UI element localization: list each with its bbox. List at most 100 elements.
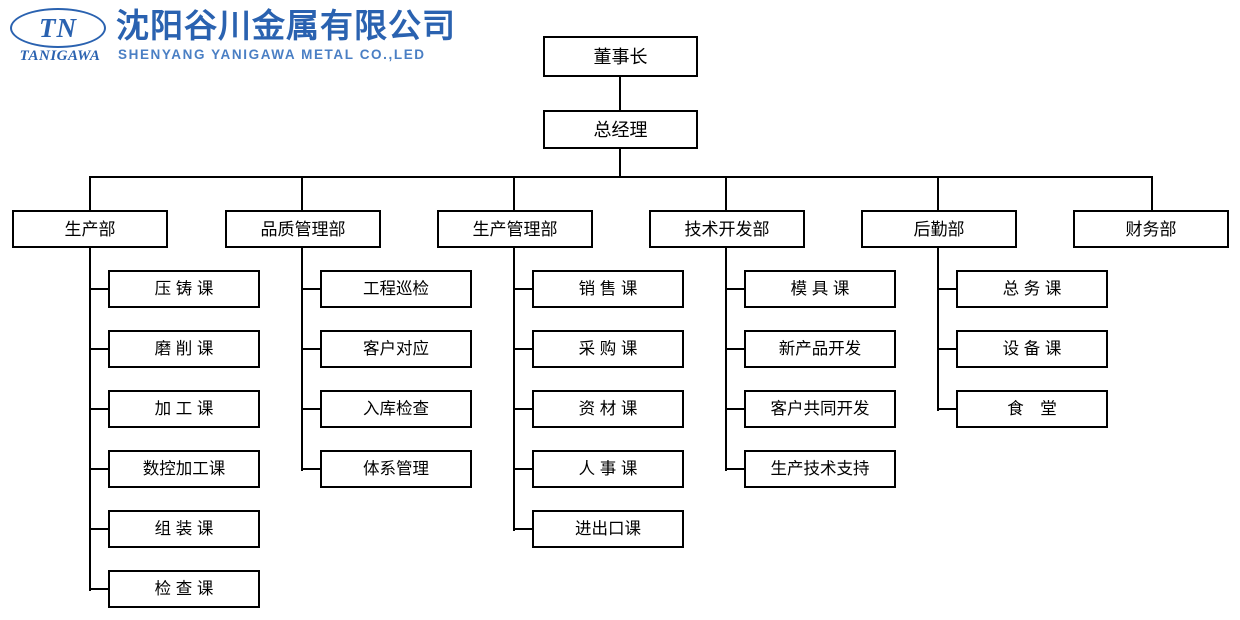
node-unit-production-1[interactable]: 压 铸 课 [108,270,260,308]
node-unit-tech-3-label: 客户共同开发 [770,399,870,418]
node-unit-logistics-2[interactable]: 设 备 课 [956,330,1108,368]
connector-stub-production-4 [89,468,110,470]
node-dept-quality[interactable]: 品质管理部 [225,210,381,248]
company-name-en: SHENYANG YANIGAWA METAL CO.,LED [118,47,426,62]
connector-stub-production-mgmt-3 [513,408,534,410]
node-unit-tech-1[interactable]: 模 具 课 [744,270,896,308]
node-unit-quality-3-label: 入库检查 [363,399,429,418]
connector-stub-production-3 [89,408,110,410]
node-unit-production-6[interactable]: 检 查 课 [108,570,260,608]
connector-spine-production [89,248,91,591]
node-dept-finance-label: 财务部 [1125,219,1177,239]
node-unit-production-mgmt-5-label: 进出口课 [575,519,641,538]
connector-stub-tech-3 [725,408,746,410]
node-unit-production-mgmt-1[interactable]: 销 售 课 [532,270,684,308]
node-unit-production-mgmt-3-label: 资 材 课 [578,399,638,418]
node-chairman[interactable]: 董事长 [543,36,698,77]
connector-stub-quality-1 [301,288,322,290]
node-unit-logistics-1[interactable]: 总 务 课 [956,270,1108,308]
node-unit-quality-4-label: 体系管理 [363,459,429,478]
node-unit-production-mgmt-2[interactable]: 采 购 课 [532,330,684,368]
node-dept-production-mgmt[interactable]: 生产管理部 [437,210,593,248]
node-unit-production-mgmt-2-label: 采 购 课 [578,339,638,358]
node-dept-tech-label: 技术开发部 [684,219,770,239]
company-logo: TN TANIGAWA 沈阳谷川金属有限公司 SHENYANG YANIGAWA… [8,6,455,76]
connector-stub-tech-1 [725,288,746,290]
connector-bus-to-dept-logistics [937,176,939,210]
connector-stub-quality-2 [301,348,322,350]
node-unit-quality-4[interactable]: 体系管理 [320,450,472,488]
node-dept-production[interactable]: 生产部 [12,210,168,248]
node-dept-logistics[interactable]: 后勤部 [861,210,1017,248]
node-unit-tech-4-label: 生产技术支持 [770,459,870,478]
connector-stub-production-mgmt-2 [513,348,534,350]
connector-bus-to-dept-production-mgmt [513,176,515,210]
node-dept-finance[interactable]: 财务部 [1073,210,1229,248]
node-unit-production-5[interactable]: 组 装 课 [108,510,260,548]
node-unit-tech-1-label: 模 具 课 [790,279,850,298]
logo-brand-latin: TANIGAWA [19,48,101,64]
connector-bus-to-dept-finance [1151,176,1153,210]
node-general-manager-label: 总经理 [593,119,648,140]
node-unit-production-3-label: 加 工 课 [154,399,214,418]
connector-stub-logistics-3 [937,408,958,410]
connector-bus-to-dept-production [89,176,91,210]
node-unit-logistics-3[interactable]: 食 堂 [956,390,1108,428]
connector-stub-production-mgmt-5 [513,528,534,530]
node-unit-quality-1-label: 工程巡检 [363,279,429,298]
tanigawa-logo-icon: TN TANIGAWA [8,8,112,70]
node-unit-production-2[interactable]: 磨 削 课 [108,330,260,368]
node-unit-quality-2[interactable]: 客户对应 [320,330,472,368]
node-dept-logistics-label: 后勤部 [913,219,965,239]
connector-gm-to-bus [619,149,621,177]
node-unit-tech-3[interactable]: 客户共同开发 [744,390,896,428]
logo-ellipse-shape [10,8,106,48]
connector-stub-quality-4 [301,468,322,470]
node-unit-production-mgmt-5[interactable]: 进出口课 [532,510,684,548]
connector-stub-production-mgmt-1 [513,288,534,290]
logo-monogram: TN [39,13,77,43]
node-unit-logistics-2-label: 设 备 课 [1002,339,1062,358]
connector-department-bus [89,176,1153,178]
node-unit-tech-4[interactable]: 生产技术支持 [744,450,896,488]
node-dept-tech[interactable]: 技术开发部 [649,210,805,248]
node-unit-production-2-label: 磨 削 课 [154,339,214,358]
node-unit-logistics-1-label: 总 务 课 [1002,279,1062,298]
node-unit-logistics-3-label: 食 堂 [1007,399,1057,418]
connector-stub-production-mgmt-4 [513,468,534,470]
connector-spine-quality [301,248,303,471]
node-unit-production-4-label: 数控加工课 [142,459,226,478]
connector-stub-production-2 [89,348,110,350]
connector-stub-tech-2 [725,348,746,350]
connector-stub-production-5 [89,528,110,530]
node-unit-quality-3[interactable]: 入库检查 [320,390,472,428]
node-unit-quality-2-label: 客户对应 [363,339,429,358]
node-unit-tech-2[interactable]: 新产品开发 [744,330,896,368]
connector-stub-quality-3 [301,408,322,410]
connector-spine-logistics [937,248,939,411]
connector-chairman-to-gm [619,77,621,110]
node-unit-production-4[interactable]: 数控加工课 [108,450,260,488]
node-unit-production-5-label: 组 装 课 [154,519,214,538]
connector-bus-to-dept-quality [301,176,303,210]
connector-stub-tech-4 [725,468,746,470]
node-dept-production-mgmt-label: 生产管理部 [472,219,558,239]
node-unit-production-6-label: 检 查 课 [154,579,214,598]
node-unit-production-mgmt-4[interactable]: 人 事 课 [532,450,684,488]
company-name-cn: 沈阳谷川金属有限公司 [116,7,456,44]
node-unit-production-mgmt-4-label: 人 事 课 [578,459,638,478]
connector-stub-production-1 [89,288,110,290]
node-unit-tech-2-label: 新产品开发 [778,339,862,358]
node-dept-quality-label: 品质管理部 [260,219,346,239]
node-unit-production-1-label: 压 铸 课 [154,279,214,298]
connector-stub-logistics-1 [937,288,958,290]
connector-stub-production-6 [89,588,110,590]
node-general-manager[interactable]: 总经理 [543,110,698,149]
node-unit-production-3[interactable]: 加 工 课 [108,390,260,428]
node-dept-production-label: 生产部 [64,219,116,239]
node-unit-quality-1[interactable]: 工程巡检 [320,270,472,308]
node-unit-production-mgmt-3[interactable]: 资 材 课 [532,390,684,428]
connector-spine-production-mgmt [513,248,515,531]
node-chairman-label: 董事长 [593,46,648,67]
